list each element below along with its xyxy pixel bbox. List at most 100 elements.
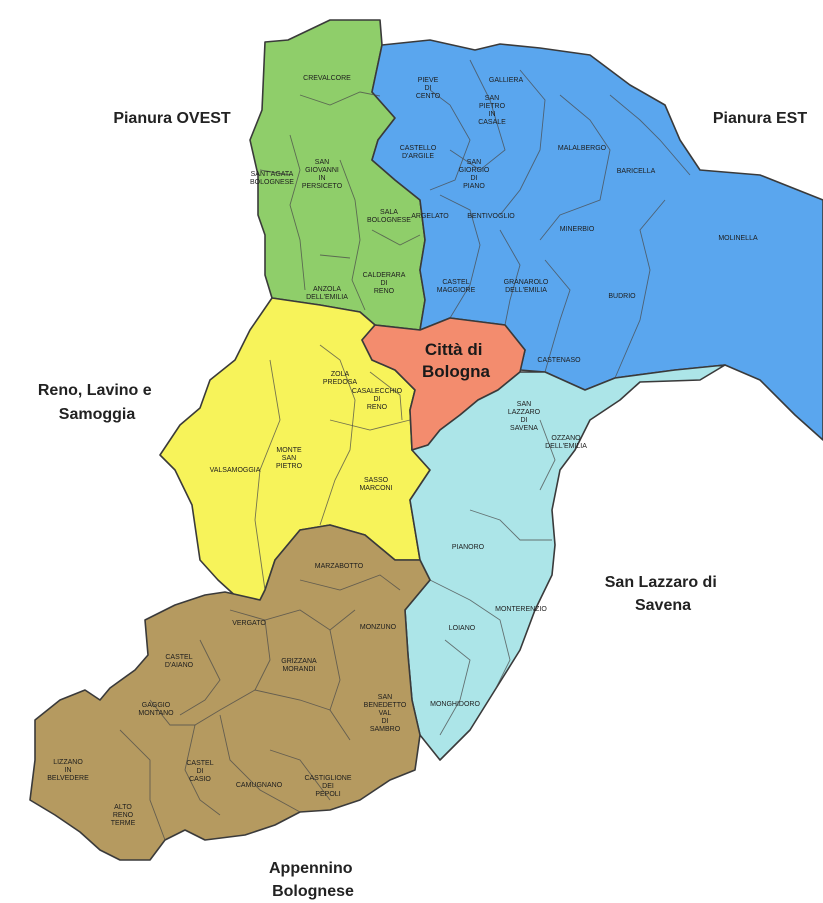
- municipality-label-line: PIANORO: [452, 544, 485, 551]
- municipality-label-budrio: BUDRIO: [608, 293, 636, 300]
- municipality-label-line: BENTIVOGLIO: [467, 213, 515, 220]
- label-san-lazzaro-line-2: Savena: [635, 597, 691, 614]
- municipality-label-line: BENEDETTO: [364, 702, 407, 709]
- municipality-label-line: CASTENASO: [537, 357, 581, 364]
- municipality-label-line: PEPOLI: [315, 791, 340, 798]
- municipality-label-line: SAN: [282, 455, 296, 462]
- municipality-label-line: SAN: [315, 159, 329, 166]
- municipality-label-line: IN: [319, 175, 326, 182]
- municipality-label-line: SASSO: [364, 477, 389, 484]
- municipality-label-line: PIANO: [463, 183, 485, 190]
- municipality-label-line: MINERBIO: [560, 226, 595, 233]
- municipality-label-line: BOLOGNESE: [250, 179, 294, 186]
- municipality-label-monghidoro: MONGHIDORO: [430, 701, 480, 708]
- municipality-label-line: BARICELLA: [617, 168, 656, 175]
- municipality-label-line: DELL'EMILIA: [505, 287, 547, 294]
- label-appennino: Appennino Bolognese: [269, 860, 357, 900]
- municipality-label-line: VALSAMOGGIA: [210, 467, 261, 474]
- municipality-label-line: LIZZANO: [53, 759, 83, 766]
- municipality-label-loiano: LOIANO: [449, 625, 476, 632]
- label-appennino-line-1: Appennino: [269, 860, 353, 877]
- municipality-label-line: CASIO: [189, 776, 211, 783]
- municipality-label-line: SAN: [517, 401, 531, 408]
- municipality-label-line: SAN: [485, 95, 499, 102]
- municipality-label-crevalcore: CREVALCORE: [303, 75, 351, 82]
- municipality-label-camugnano: CAMUGNANO: [236, 782, 283, 789]
- municipality-label-baricella: BARICELLA: [617, 168, 656, 175]
- label-san-lazzaro-line-1: San Lazzaro di: [605, 574, 717, 591]
- municipality-label-line: IN: [65, 767, 72, 774]
- municipality-label-line: MOLINELLA: [718, 235, 758, 242]
- district-appennino[interactable]: [29, 524, 431, 861]
- municipality-label-line: DI: [197, 768, 204, 775]
- municipality-label-line: CENTO: [416, 93, 441, 100]
- municipality-label-line: D'AIANO: [165, 662, 194, 669]
- municipality-label-line: GIORGIO: [459, 167, 490, 174]
- municipality-label-line: CASTEL: [165, 654, 192, 661]
- municipality-label-line: CASTEL: [186, 760, 213, 767]
- district-san-lazzaro[interactable]: [404, 364, 726, 761]
- municipality-label-line: IN: [489, 111, 496, 118]
- municipality-label-line: CASTEL: [442, 279, 469, 286]
- municipality-label-valsamoggia: VALSAMOGGIA: [210, 467, 261, 474]
- municipality-label-argelato: ARGELATO: [411, 213, 449, 220]
- municipality-label-line: GRIZZANA: [281, 658, 317, 665]
- municipality-label-line: MORANDI: [282, 666, 315, 673]
- municipality-label-monterenzio: MONTERENZIO: [495, 606, 547, 613]
- municipality-label-line: PIEVE: [418, 77, 439, 84]
- municipality-label-line: MARZABOTTO: [315, 563, 364, 570]
- municipality-label-line: CREVALCORE: [303, 75, 351, 82]
- municipality-label-line: VAL: [379, 710, 392, 717]
- municipality-label-line: CASTIGLIONE: [304, 775, 351, 782]
- municipality-label-line: SALA: [380, 209, 398, 216]
- label-reno-lavino-samoggia: Reno, Lavino e Samoggia: [38, 382, 156, 423]
- municipality-label-line: ALTO: [114, 804, 132, 811]
- municipality-label-line: GRANAROLO: [504, 279, 549, 286]
- city-label-line-1: Città di: [425, 340, 483, 359]
- municipality-label-line: CASTELLO: [400, 145, 437, 152]
- municipality-label-line: MARCONI: [359, 485, 392, 492]
- municipality-label-bentivoglio: BENTIVOGLIO: [467, 213, 515, 220]
- municipality-label-line: CALDERARA: [363, 272, 406, 279]
- municipality-label-line: DI: [382, 718, 389, 725]
- municipality-label-line: CASALE: [478, 119, 506, 126]
- municipality-label-line: MONTE: [276, 447, 302, 454]
- municipality-label-line: MAGGIORE: [437, 287, 476, 294]
- label-pianura-ovest: Pianura OVEST: [113, 110, 231, 127]
- district-shapes: [29, 19, 823, 861]
- municipality-label-line: PERSICETO: [302, 183, 343, 190]
- municipality-label-line: BELVEDERE: [47, 775, 89, 782]
- label-reno-line-2: Samoggia: [59, 406, 136, 423]
- municipality-label-castenaso: CASTENASO: [537, 357, 581, 364]
- municipality-label-line: CAMUGNANO: [236, 782, 283, 789]
- municipality-label-line: DI: [381, 280, 388, 287]
- municipality-label-line: BUDRIO: [608, 293, 636, 300]
- municipality-label-malalbergo: MALALBERGO: [558, 145, 607, 152]
- municipality-label-line: LOIANO: [449, 625, 476, 632]
- label-san-lazzaro: San Lazzaro di Savena: [605, 574, 721, 614]
- municipality-label-line: ZOLA: [331, 371, 350, 378]
- municipality-label-line: VERGATO: [232, 620, 266, 627]
- municipality-label-line: DI: [374, 396, 381, 403]
- municipality-label-line: RENO: [374, 288, 395, 295]
